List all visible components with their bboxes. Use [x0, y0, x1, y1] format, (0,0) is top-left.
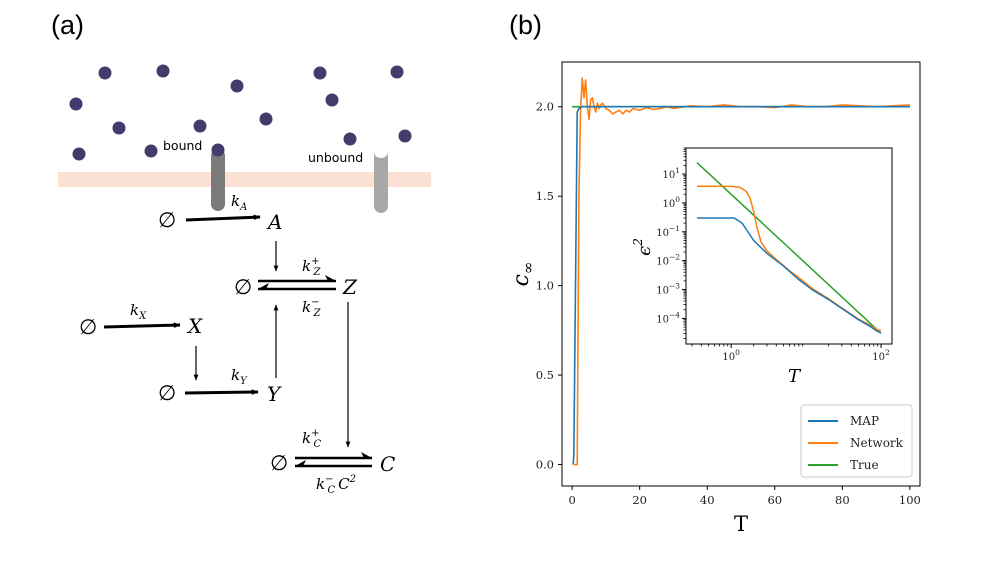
- empty-set-a: ∅: [158, 208, 176, 232]
- species-C: C: [380, 452, 395, 476]
- inset-x-tick-label: 102: [872, 348, 890, 363]
- empty-set-c: ∅: [270, 451, 288, 475]
- main-y-tick-label: 1.0: [536, 279, 554, 293]
- species-Z: Z: [342, 275, 358, 299]
- rate-kZplus: k+Z: [302, 256, 321, 278]
- arrow-kY: [184, 389, 259, 395]
- unbound-receptor: [374, 152, 388, 213]
- arrow-kX: [103, 322, 181, 329]
- main-x-ticks: 0 20 40 60 80 100: [568, 486, 921, 507]
- ligand-particles: [69, 64, 412, 161]
- panel-b: (b) 0 20 40 60 80 100 0.0 0.5 1.0 1.5 2.0 T c∞ 10…: [509, 10, 921, 536]
- ligand-particle: [313, 66, 327, 80]
- rate-kY: kY: [231, 366, 248, 387]
- ligand-particle: [69, 97, 83, 111]
- ligand-particle: [390, 65, 404, 79]
- inset-series-true: [696, 162, 882, 334]
- main-y-tick-label: 0.0: [536, 458, 554, 472]
- inset-y-tick-label: 101: [662, 166, 680, 181]
- inset-series-group: [696, 162, 882, 334]
- ligand-particle: [156, 64, 170, 78]
- main-y-tick-label: 0.5: [536, 368, 554, 382]
- inset-y-label-group: ϵ2: [631, 238, 655, 256]
- main-x-tick-label: 0: [568, 493, 575, 507]
- ligand-particle: [72, 147, 86, 161]
- inset-y-tick-label: 10−3: [656, 282, 680, 297]
- inset-y-label: ϵ2: [631, 238, 655, 256]
- inset-x-tick-label: 100: [722, 348, 740, 363]
- reaction-network: ∅ kA A ∅ k+Z k−Z Z ∅ kX X ∅ kY Y: [79, 192, 395, 496]
- bound-label: bound: [163, 138, 202, 153]
- inset-y-tick-label: 10−2: [656, 253, 680, 268]
- legend-box: [800, 404, 913, 478]
- inset-x-ticks: 100 102: [691, 344, 890, 363]
- rate-kA: kA: [231, 192, 247, 213]
- rate-kX: kX: [130, 301, 147, 322]
- main-y-label: c∞: [509, 262, 537, 287]
- rate-kZminus: k−Z: [302, 297, 321, 319]
- bound-receptor: [211, 143, 225, 211]
- inset-y-tick-label: 10−4: [656, 310, 680, 325]
- main-y-tick-label: 2.0: [536, 100, 554, 114]
- legend-label-network: Network: [850, 436, 904, 450]
- rate-kCplus: k+C: [302, 428, 321, 450]
- unbound-label: unbound: [308, 150, 363, 165]
- empty-set-x: ∅: [79, 315, 97, 339]
- species-A: A: [266, 210, 282, 234]
- inset-y-tick-label: 100: [662, 195, 680, 210]
- panel-a: (a) bound unbound: [51, 10, 431, 496]
- ligand-particle: [193, 119, 207, 133]
- main-y-ticks: 0.0 0.5 1.0 1.5 2.0: [536, 100, 562, 472]
- empty-set-z: ∅: [234, 275, 252, 299]
- inset-x-label: T: [788, 366, 802, 387]
- ligand-particle: [259, 112, 273, 126]
- arrow-kA: [185, 214, 261, 222]
- ligand-particle: [343, 132, 357, 146]
- legend-label-map: MAP: [850, 414, 879, 428]
- panel-a-label: (a): [51, 10, 84, 40]
- inset-y-tick-label: 10−1: [656, 224, 680, 239]
- main-x-label: T: [734, 512, 748, 536]
- ligand-particle: [98, 66, 112, 80]
- ligand-particle: [112, 121, 126, 135]
- legend-label-true: True: [850, 458, 879, 472]
- ligand-particle: [398, 129, 412, 143]
- inset-chart: 100 102 101 100 10−1 10−2 10−3 10−4 T ϵ2: [631, 147, 893, 387]
- inset-y-ticks: 101 100 10−1 10−2 10−3 10−4: [656, 147, 686, 339]
- main-x-tick-label: 60: [767, 493, 782, 507]
- main-x-tick-label: 40: [700, 493, 715, 507]
- ligand-particle: [144, 144, 158, 158]
- species-X: X: [186, 314, 203, 338]
- ligand-particle: [230, 79, 244, 93]
- cell-membrane: [58, 172, 431, 187]
- main-x-tick-label: 20: [632, 493, 647, 507]
- main-x-tick-label: 80: [835, 493, 850, 507]
- main-x-tick-label: 100: [899, 493, 921, 507]
- panel-b-label: (b): [509, 10, 542, 40]
- main-series-group: [572, 77, 910, 466]
- ligand-particle: [325, 93, 339, 107]
- main-y-tick-label: 1.5: [536, 189, 554, 203]
- main-y-label-group: c∞: [509, 262, 537, 287]
- bound-ligand: [211, 143, 225, 157]
- inset-series-map: [696, 217, 882, 334]
- empty-set-y: ∅: [158, 381, 176, 405]
- main-series-map: [572, 105, 910, 465]
- species-Y: Y: [267, 382, 282, 406]
